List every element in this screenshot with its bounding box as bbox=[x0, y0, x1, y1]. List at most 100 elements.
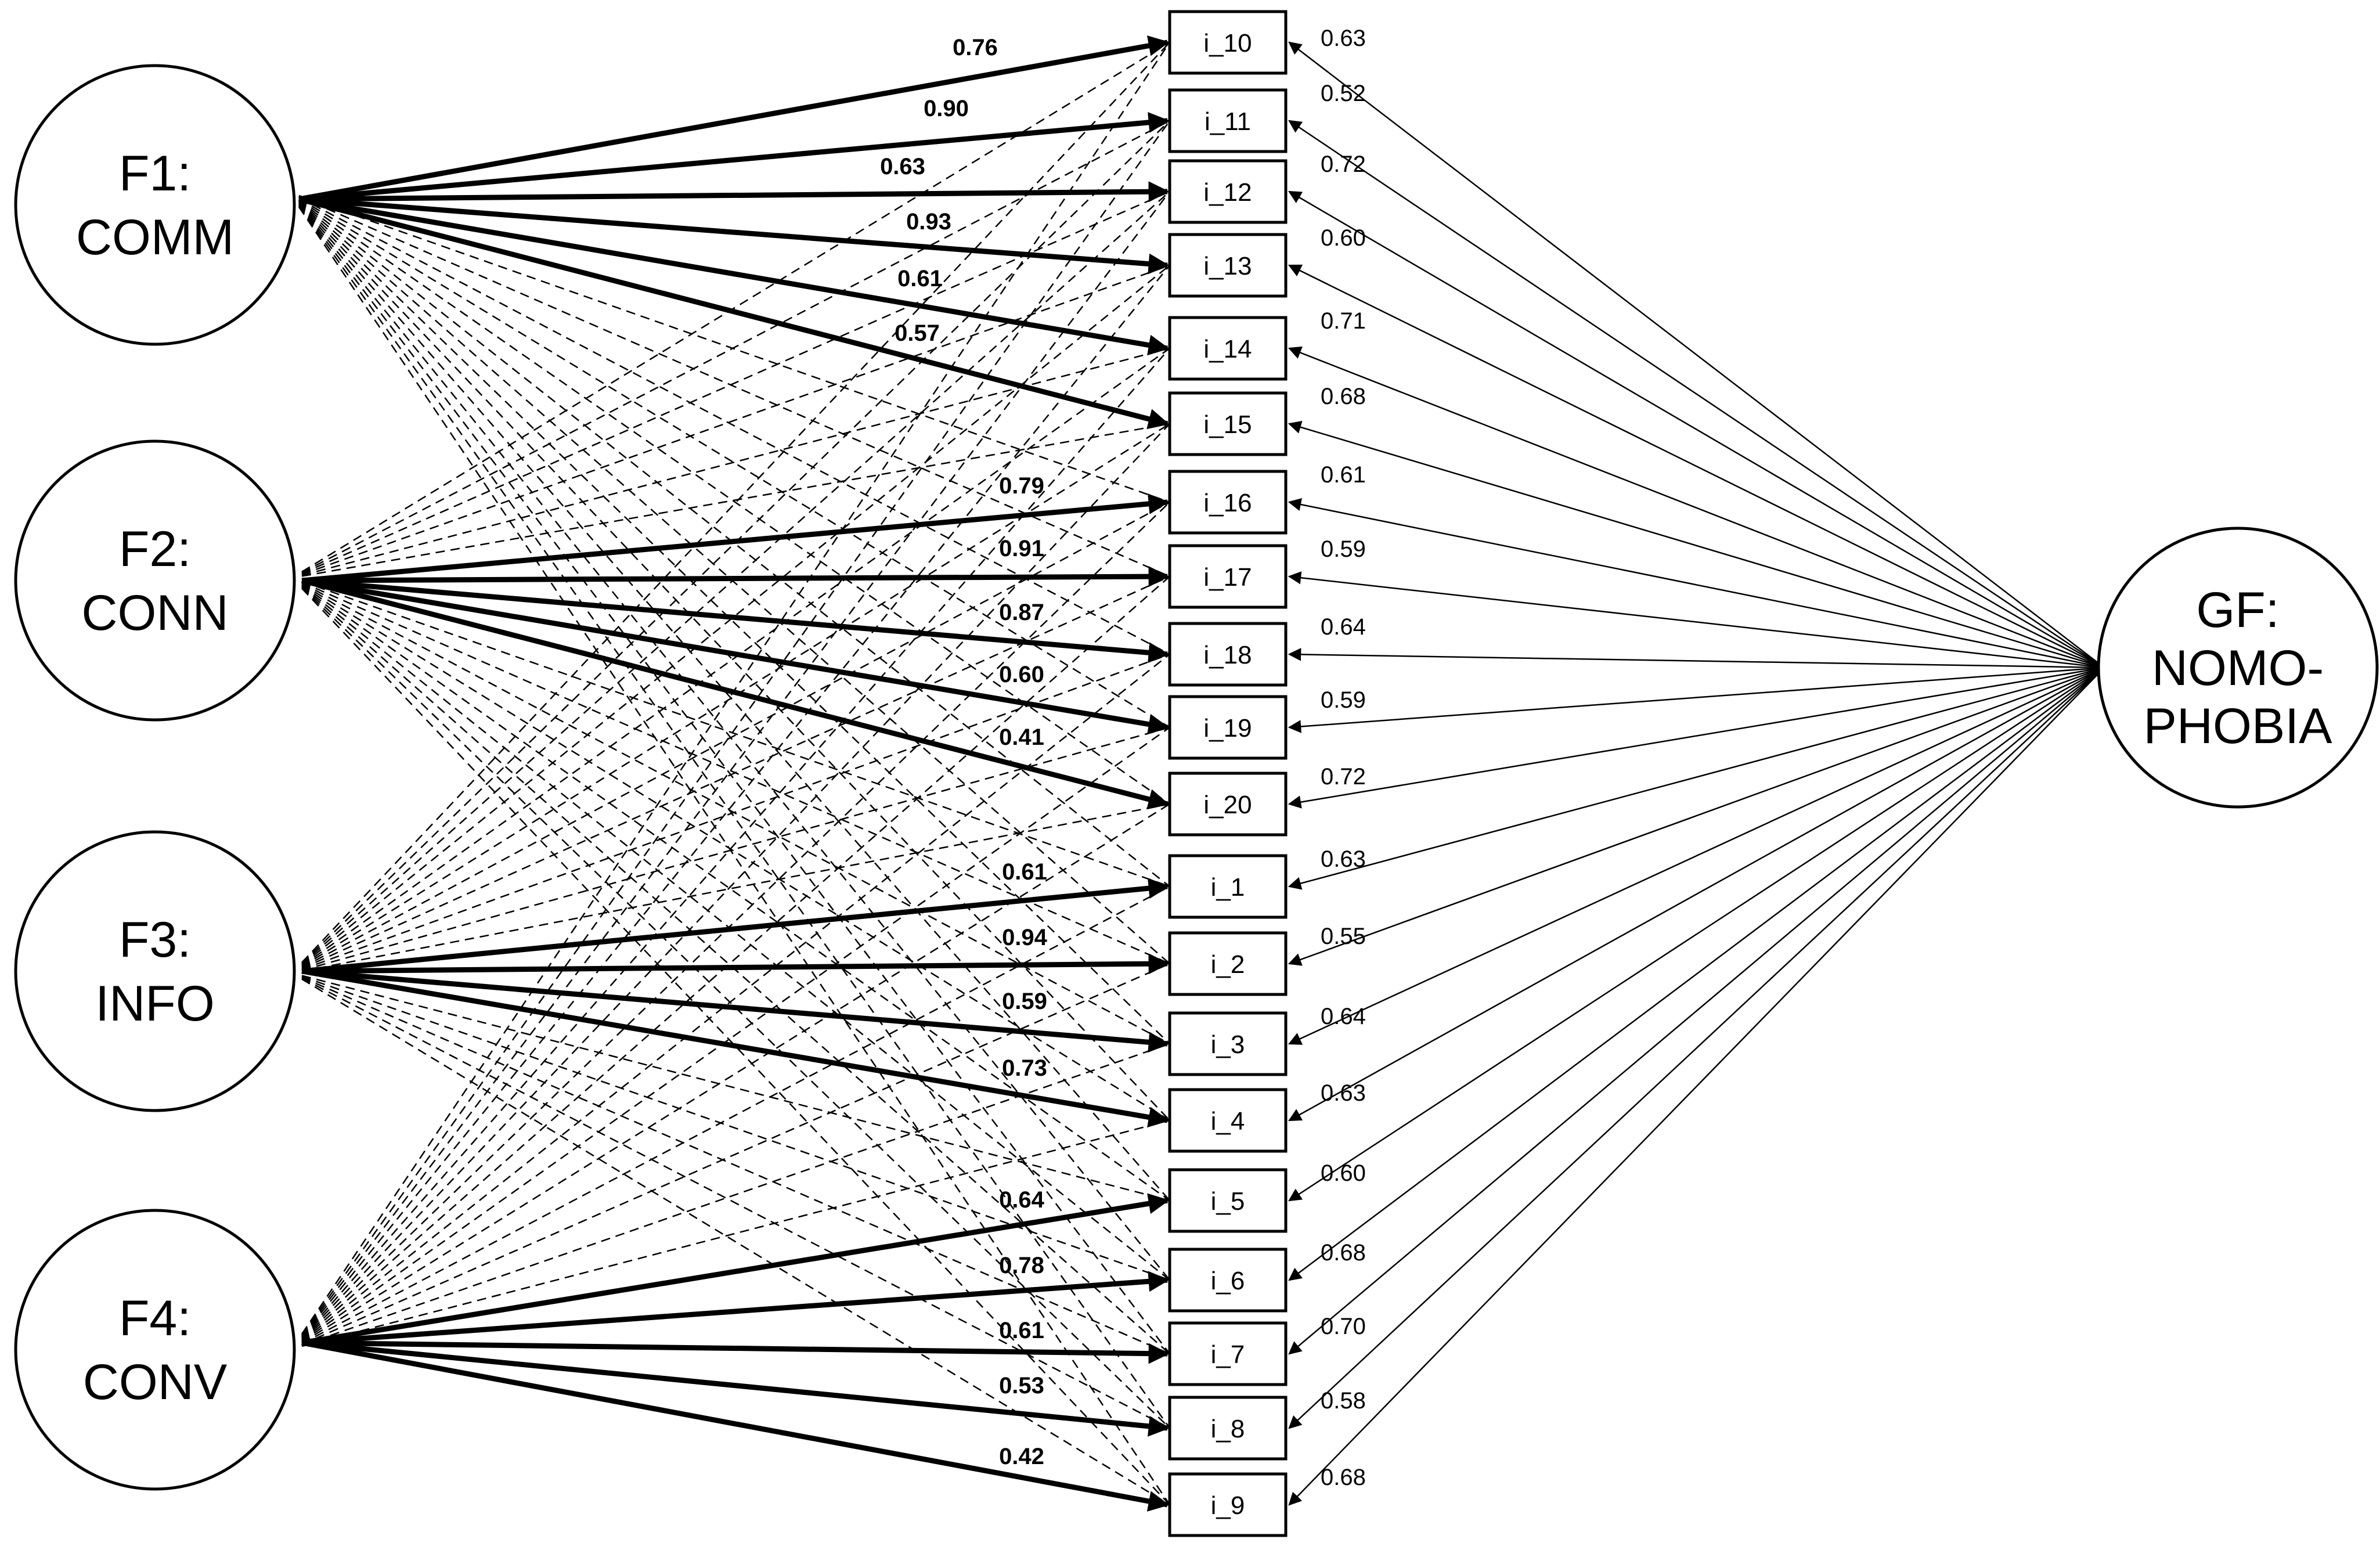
general-loading-value-i_12: 0.72 bbox=[1321, 152, 1366, 177]
item-box bbox=[1168, 159, 1288, 224]
specific-loading-value-i_10: 0.76 bbox=[953, 35, 998, 60]
cross-loading-path-i_2-F4 bbox=[301, 963, 1170, 1346]
cross-loading-path-i_1-F1 bbox=[298, 199, 1170, 887]
item-box bbox=[1168, 391, 1288, 456]
item-label: i_6 bbox=[1211, 1267, 1245, 1295]
general-loading-value-i_8: 0.58 bbox=[1321, 1388, 1366, 1414]
cross-loading-path-i_19-F1 bbox=[298, 197, 1170, 729]
cross-loading-path-i_9-F3 bbox=[301, 978, 1170, 1506]
item-label: i_3 bbox=[1211, 1030, 1245, 1059]
cross-loading-path-i_13-F4 bbox=[301, 265, 1170, 1338]
cross-loading-path-i_19-F4 bbox=[301, 726, 1170, 1343]
cross-loading-path-i_17-F4 bbox=[301, 576, 1170, 1341]
general-factor-label-line: NOMO- bbox=[2152, 640, 2324, 696]
general-loading-layer bbox=[1288, 41, 2105, 1506]
item-node-i_2: i_2 bbox=[1168, 931, 1288, 996]
item-node-i_18: i_18 bbox=[1168, 622, 1288, 687]
item-node-i_5: i_5 bbox=[1168, 1168, 1288, 1233]
general-factor-label-line: PHOBIA bbox=[2144, 698, 2333, 754]
item-node-i_15: i_15 bbox=[1168, 391, 1288, 456]
factor-node-f3: F3:INFO bbox=[14, 830, 296, 1112]
specific-loading-path-i_14 bbox=[298, 196, 1170, 356]
specific-loading-path-i_20 bbox=[301, 578, 1170, 810]
cross-loading-path-i_11-F2 bbox=[301, 120, 1170, 574]
item-box bbox=[1168, 1472, 1288, 1537]
general-loading-path-i_19 bbox=[1288, 666, 2105, 733]
specific-loading-value-i_9: 0.42 bbox=[999, 1444, 1044, 1469]
item-label: i_11 bbox=[1205, 107, 1251, 136]
specific-loading-path-i_5 bbox=[301, 1193, 1170, 1346]
cross-loading-path-i_14-F3 bbox=[301, 347, 1170, 967]
general-loading-value-i_7: 0.70 bbox=[1321, 1314, 1366, 1339]
item-label: i_14 bbox=[1203, 335, 1252, 363]
item-label: i_18 bbox=[1203, 641, 1252, 669]
specific-loading-value-i_16: 0.79 bbox=[999, 473, 1044, 499]
specific-loading-path-i_18 bbox=[301, 578, 1170, 664]
general-loading-path-i_16 bbox=[1288, 498, 2105, 669]
item-label: i_16 bbox=[1203, 489, 1252, 517]
factor-label-line: INFO bbox=[95, 976, 214, 1032]
general-loading-value-i_18: 0.64 bbox=[1321, 614, 1366, 640]
specific-loading-path-i_8 bbox=[301, 1340, 1170, 1437]
specific-loading-value-i_5: 0.64 bbox=[999, 1187, 1045, 1213]
cross-loading-path-i_18-F3 bbox=[301, 653, 1170, 971]
general-loading-value-i_4: 0.63 bbox=[1321, 1080, 1366, 1106]
item-box bbox=[1168, 695, 1288, 760]
specific-loading-value-i_1: 0.61 bbox=[1002, 859, 1047, 885]
item-node-i_20: i_20 bbox=[1168, 772, 1288, 837]
item-node-i_1: i_1 bbox=[1168, 854, 1288, 919]
specific-loading-path-i_12 bbox=[298, 181, 1170, 203]
general-loading-path-i_20 bbox=[1288, 666, 2105, 809]
item-label: i_2 bbox=[1211, 950, 1245, 979]
factor-label-line: CONN bbox=[81, 585, 228, 641]
item-node-i_4: i_4 bbox=[1168, 1088, 1288, 1153]
specific-loading-value-i_4: 0.73 bbox=[1002, 1055, 1047, 1081]
cross-loading-layer bbox=[298, 41, 1171, 1506]
item-label: i_17 bbox=[1203, 563, 1252, 592]
cross-loading-path-i_5-F2 bbox=[301, 584, 1170, 1202]
item-node-i_9: i_9 bbox=[1168, 1472, 1288, 1537]
item-box bbox=[1168, 1396, 1288, 1461]
item-label: i_7 bbox=[1211, 1340, 1245, 1369]
item-node-i_16: i_16 bbox=[1168, 470, 1288, 535]
cross-loading-path-i_20-F1 bbox=[298, 198, 1170, 805]
general-loading-path-i_7 bbox=[1288, 667, 2105, 1355]
factor-label-line: F4: bbox=[119, 1291, 191, 1346]
specific-loading-path-i_11 bbox=[298, 111, 1170, 202]
cross-loading-path-i_14-F4 bbox=[301, 348, 1170, 1338]
factor-ellipse bbox=[14, 830, 296, 1112]
cross-loading-path-i_4-F4 bbox=[301, 1119, 1170, 1347]
item-box bbox=[1168, 544, 1288, 609]
general-loading-value-i_5: 0.60 bbox=[1321, 1160, 1366, 1186]
specific-loading-path-i_6 bbox=[301, 1271, 1170, 1346]
specific-loading-path-i_13 bbox=[298, 196, 1170, 275]
item-label: i_12 bbox=[1203, 178, 1252, 207]
item-box bbox=[1168, 1248, 1288, 1313]
specific-loading-value-i_14: 0.61 bbox=[897, 266, 943, 291]
specific-loading-value-i_3: 0.59 bbox=[1002, 989, 1047, 1014]
general-loading-path-i_15 bbox=[1288, 421, 2105, 669]
factor-label-line: COMM bbox=[76, 210, 234, 265]
item-label: i_9 bbox=[1211, 1491, 1245, 1520]
general-loading-path-i_11 bbox=[1288, 120, 2105, 669]
cross-loading-path-i_15-F2 bbox=[301, 423, 1170, 577]
specific-loading-path-i_2 bbox=[301, 953, 1170, 975]
specific-loading-path-i_10 bbox=[298, 35, 1170, 202]
general-loading-value-i_14: 0.71 bbox=[1321, 308, 1366, 334]
cross-loading-path-i_10-F2 bbox=[301, 41, 1170, 573]
factor-label-line: F1: bbox=[119, 146, 191, 201]
factor-ellipse bbox=[14, 439, 296, 722]
cross-loading-path-i_6-F3 bbox=[301, 975, 1170, 1281]
item-node-i_8: i_8 bbox=[1168, 1396, 1288, 1461]
item-box bbox=[1168, 772, 1288, 837]
item-label: i_15 bbox=[1203, 410, 1252, 439]
cross-loading-path-i_13-F2 bbox=[301, 264, 1170, 575]
item-label: i_10 bbox=[1203, 29, 1252, 57]
general-loading-path-i_12 bbox=[1288, 190, 2105, 669]
cross-loading-path-i_8-F1 bbox=[298, 206, 1171, 1429]
general-loading-value-i_3: 0.64 bbox=[1321, 1004, 1366, 1029]
item-box bbox=[1168, 88, 1288, 153]
cross-loading-path-i_20-F4 bbox=[301, 803, 1170, 1344]
